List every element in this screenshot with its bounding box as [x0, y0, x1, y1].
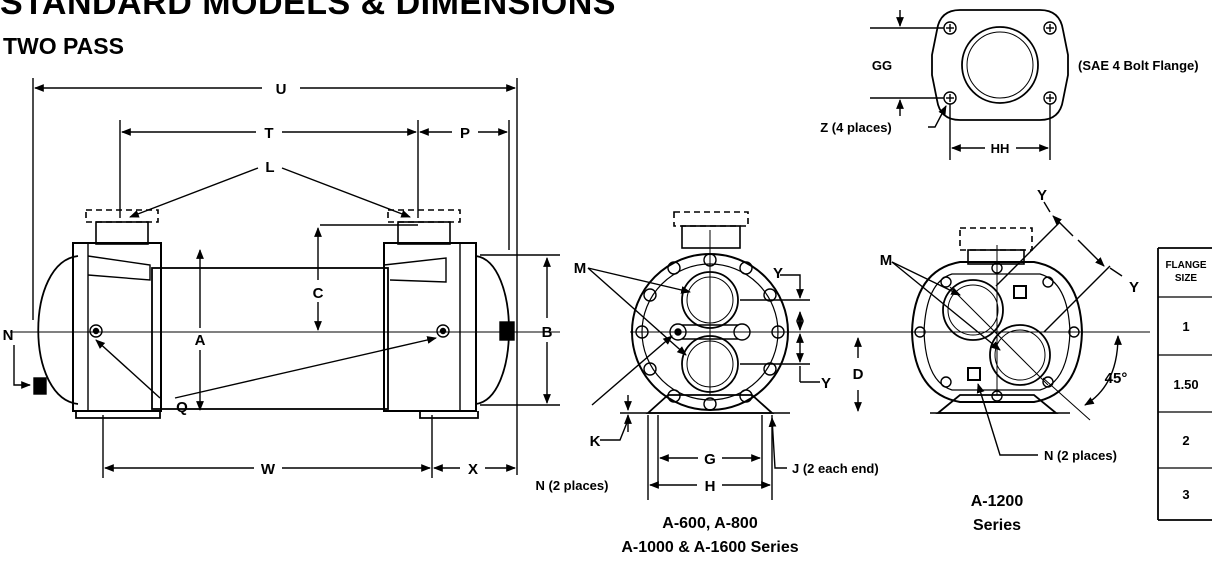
end-label-h: H — [705, 478, 716, 495]
side-view — [10, 78, 560, 478]
table-header-line2: SIZE — [1175, 273, 1198, 284]
table-cell: 1 — [1182, 319, 1189, 334]
a1200-label-y-right: Y — [1129, 279, 1139, 296]
end-label-j: J (2 each end) — [792, 461, 879, 476]
caption-standard-line2: A-1000 & A-1600 Series — [621, 539, 798, 556]
table-cell: 2 — [1182, 433, 1189, 448]
end-label-y-top: Y — [773, 265, 783, 282]
flange-size-table — [1157, 247, 1212, 521]
caption-1200-line1: A-1200 — [971, 493, 1024, 510]
flange-label-hh: HH — [991, 141, 1010, 156]
flange-label-z: Z (4 places) — [820, 120, 892, 135]
a1200-label-y-upper: Y — [1037, 187, 1047, 204]
end-view-1200 — [891, 201, 1123, 456]
a1200-label-n: N (2 places) — [1044, 448, 1117, 463]
dim-label-u: U — [276, 81, 287, 98]
page-subtitle: TWO PASS — [3, 33, 124, 59]
dim-label-t: T — [264, 125, 273, 142]
end-label-d: D — [853, 366, 864, 383]
dim-label-l: L — [265, 159, 274, 176]
end-label-g: G — [704, 451, 716, 468]
caption-1200-line2: Series — [973, 517, 1021, 534]
table-header-line1: FLANGE — [1165, 260, 1206, 271]
flange-label-gg: GG — [872, 58, 892, 73]
sae-flange-detail — [870, 9, 1069, 160]
end-view-standard — [587, 211, 1150, 500]
a1200-label-m: M — [880, 252, 893, 269]
a1200-label-angle: 45° — [1105, 370, 1128, 387]
dim-label-a: A — [195, 332, 206, 349]
table-cell: 1.50 — [1173, 377, 1198, 392]
page-title: STANDARD MODELS & DIMENSIONS — [0, 0, 616, 22]
end-label-m: M — [574, 260, 587, 277]
dim-label-b: B — [542, 324, 553, 341]
dim-label-p: P — [460, 125, 470, 142]
dim-label-x: X — [468, 461, 478, 478]
dim-label-w: W — [261, 461, 276, 478]
dim-label-q: Q — [176, 399, 188, 416]
end-label-k: K — [590, 433, 601, 450]
flange-note: (SAE 4 Bolt Flange) — [1078, 58, 1199, 73]
dim-label-n: N — [3, 327, 14, 344]
end-label-y-bottom: Y — [821, 375, 831, 392]
end-label-n: N (2 places) — [536, 478, 609, 493]
dim-label-c: C — [313, 285, 324, 302]
caption-standard-line1: A-600, A-800 — [662, 515, 758, 532]
table-cell: 3 — [1182, 487, 1189, 502]
